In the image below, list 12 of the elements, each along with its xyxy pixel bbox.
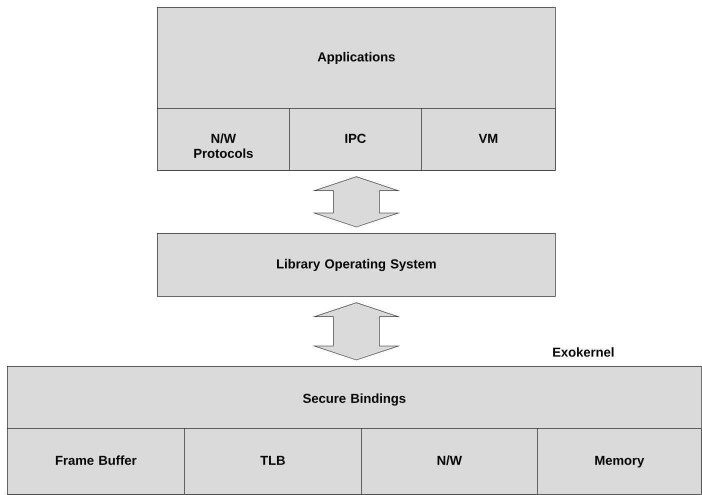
node-label: Exokernel (553, 347, 614, 357)
node-label: Secure Bindings (303, 393, 406, 406)
layer-box: Library Operating System (157, 233, 556, 297)
cell-box: Memory (537, 428, 702, 495)
cell-box: TLB (184, 428, 362, 495)
double-arrow (312, 302, 400, 360)
cell-box: Frame Buffer (7, 428, 185, 495)
cell-box: N/W (361, 428, 538, 495)
cell-box: IPC (289, 108, 422, 171)
cell-box: VM (421, 108, 556, 171)
cell-box: N/W Protocols (157, 108, 290, 171)
double-arrow (312, 176, 400, 228)
